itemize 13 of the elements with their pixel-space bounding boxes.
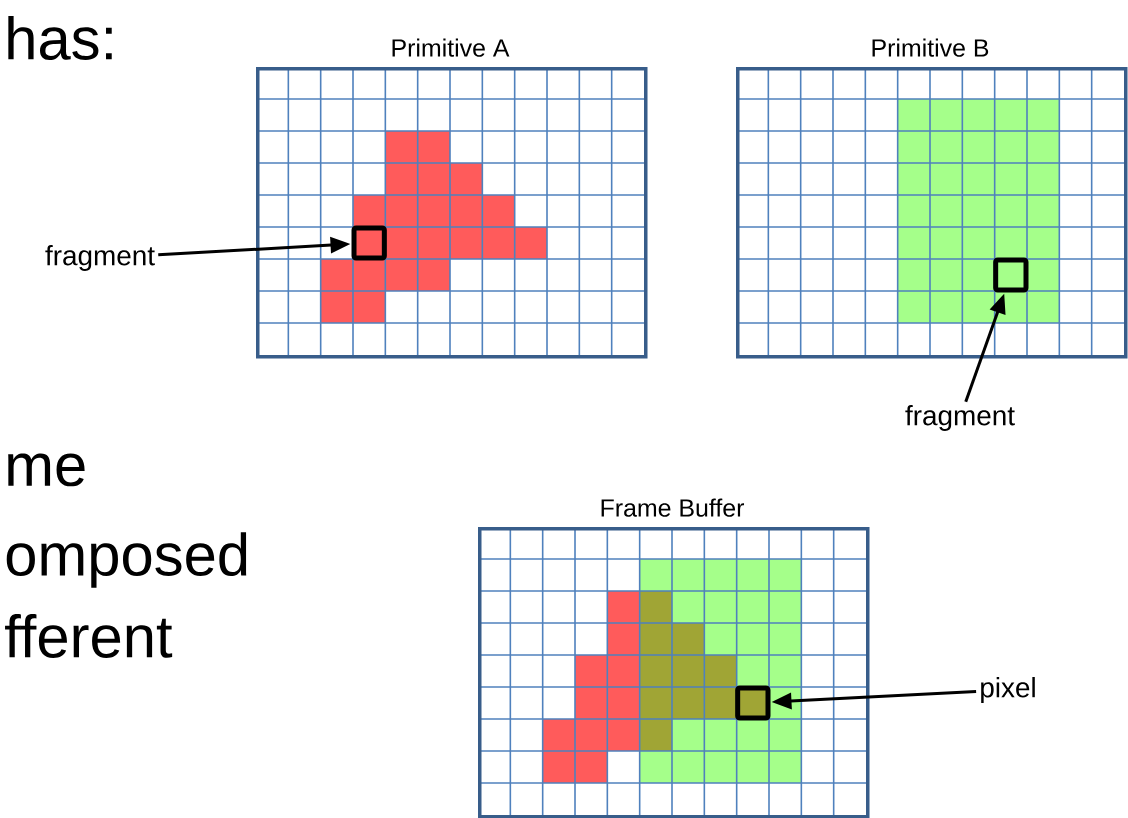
slide-text: has: — [8, 16, 112, 60]
slide-text: fferent — [5, 614, 173, 658]
callout-text: fragment — [45, 245, 155, 271]
slide-text: me — [8, 453, 85, 487]
highlighted-cell — [993, 257, 1029, 293]
grid-title: Primitive A — [392, 38, 510, 57]
callout-text: pixel — [981, 677, 1035, 703]
grid-title: Frame Buffer — [601, 498, 745, 517]
highlighted-cell — [351, 225, 387, 261]
grid-title: Primitive B — [872, 38, 989, 57]
callout-text: fragment — [905, 405, 1015, 431]
highlighted-cell — [735, 685, 771, 721]
slide-text: omposed — [6, 532, 247, 588]
